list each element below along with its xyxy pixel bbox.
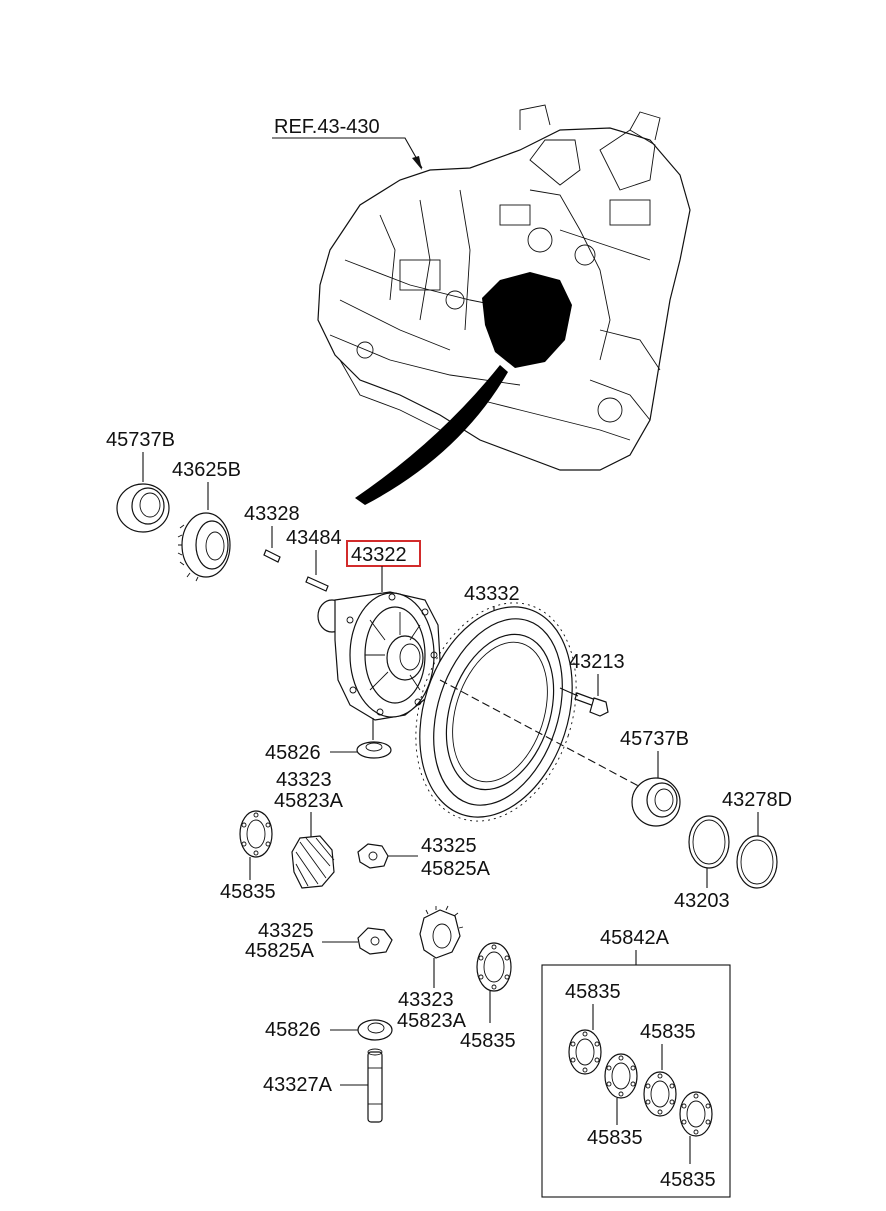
label-bearing-upper[interactable]: 45737B <box>106 429 175 451</box>
location-arrow <box>355 365 508 505</box>
washer-bottom-part <box>357 1019 393 1041</box>
label-kit-item-4[interactable]: 45835 <box>660 1169 716 1191</box>
label-pin-b[interactable]: 43484 <box>286 527 342 549</box>
side-gear-upper-part <box>291 835 335 889</box>
label-pinion-lower-b[interactable]: 45825A <box>245 940 315 962</box>
side-gear-lower-part <box>419 905 464 959</box>
pin-a-part <box>263 549 281 563</box>
label-kit-item-3[interactable]: 45835 <box>587 1127 643 1149</box>
bolt-part <box>574 692 609 717</box>
label-side-gear-upper-b[interactable]: 45823A <box>274 790 344 812</box>
pinion-upper-part <box>357 843 389 869</box>
washer-top-part <box>356 741 392 759</box>
label-washer-top[interactable]: 45826 <box>265 742 321 764</box>
label-pinion-upper-b[interactable]: 45825A <box>421 858 491 880</box>
shim-right-part <box>736 835 778 889</box>
kit-washer-4 <box>679 1091 713 1137</box>
pinion-lower-part <box>357 927 393 955</box>
highlight-box <box>346 540 421 567</box>
pin-b-part <box>305 576 329 592</box>
label-bolt[interactable]: 43213 <box>569 651 625 673</box>
label-shim-right[interactable]: 43278D <box>722 789 792 811</box>
label-diff-case[interactable]: 43322 <box>351 544 407 566</box>
shaft-part <box>367 1048 383 1123</box>
bearing-upper-part <box>116 483 170 533</box>
label-thrust-washer-upper[interactable]: 45835 <box>220 881 276 903</box>
label-kit-item-2[interactable]: 45835 <box>640 1021 696 1043</box>
kit-washer-3 <box>604 1053 638 1099</box>
transaxle-assembly-drawing <box>317 104 691 505</box>
housing-opening <box>482 272 572 368</box>
label-shaft[interactable]: 43327A <box>263 1074 333 1096</box>
label-side-gear-lower-b[interactable]: 45823A <box>397 1010 467 1032</box>
thrust-washer-upper-part <box>239 810 273 858</box>
speedo-gear-part <box>177 512 231 582</box>
label-thrust-washer-lower[interactable]: 45835 <box>460 1030 516 1052</box>
label-side-gear-upper-a[interactable]: 43323 <box>276 769 332 791</box>
label-ring-gear[interactable]: 43332 <box>464 583 520 605</box>
label-washer-bottom[interactable]: 45826 <box>265 1019 321 1041</box>
label-snap-ring[interactable]: 43203 <box>674 890 730 912</box>
ring-gear-part <box>415 602 577 822</box>
label-pinion-lower-a[interactable]: 43325 <box>258 920 314 942</box>
bearing-lower-part <box>631 777 681 827</box>
label-pinion-upper-a[interactable]: 43325 <box>421 835 477 857</box>
differential-case-part <box>317 591 441 721</box>
label-speedo-gear[interactable]: 43625B <box>172 459 241 481</box>
label-kit-item-1[interactable]: 45835 <box>565 981 621 1003</box>
label-bearing-lower[interactable]: 45737B <box>620 728 689 750</box>
snap-ring-part <box>688 815 730 869</box>
kit-washer-1 <box>568 1029 602 1075</box>
kit-box <box>541 964 731 1198</box>
reference-label[interactable]: REF.43-430 <box>274 116 380 138</box>
label-side-gear-lower-a[interactable]: 43323 <box>398 989 454 1011</box>
thrust-washer-lower-part <box>476 942 512 992</box>
label-pin-a[interactable]: 43328 <box>244 503 300 525</box>
kit-washer-2 <box>643 1071 677 1117</box>
label-kit[interactable]: 45842A <box>600 927 670 949</box>
